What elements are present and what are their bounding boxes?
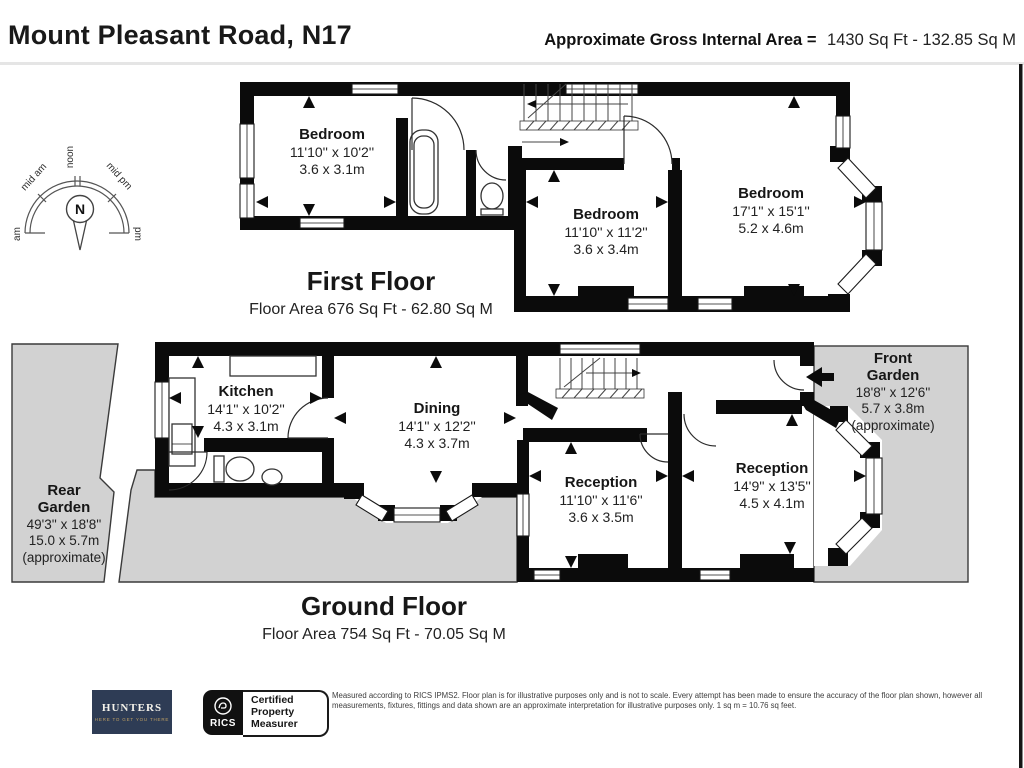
room-label-reception-1: Reception 11'10'' x 11'6'' 3.6 x 3.5m	[559, 474, 643, 526]
page-title: Mount Pleasant Road, N17	[8, 20, 352, 50]
page-edge-line	[1019, 64, 1023, 768]
compass-pm-label: pm	[132, 227, 143, 241]
first-floor-plan	[239, 82, 883, 312]
ground-floor-plan	[11, 342, 969, 583]
rics-lion-icon	[214, 697, 232, 715]
entrance-arrow-icon	[806, 367, 834, 387]
room-label-reception-2: Reception 14'9'' x 13'5'' 4.5 x 4.1m	[733, 460, 811, 512]
first-floor-caption: First Floor Floor Area 676 Sq Ft - 62.80…	[249, 266, 493, 318]
ground-floor-stairs	[555, 357, 645, 399]
compass-am-label: am	[12, 227, 23, 241]
ground-floor-windows	[154, 343, 883, 581]
first-floor-dimension-arrows	[256, 96, 866, 296]
kitchen-worktop	[229, 355, 317, 377]
gia-value: 1430 Sq Ft - 132.85 Sq M	[827, 31, 1016, 49]
first-floor-windows	[239, 83, 883, 311]
rics-logo: RICS	[203, 690, 243, 735]
compass-mid-am-label: mid am	[19, 161, 49, 193]
room-label-front-garden: Front Garden 18'8'' x 12'6'' 5.7 x 3.8m …	[851, 350, 935, 434]
header-divider	[0, 62, 1024, 65]
kitchen-sink-icon	[171, 423, 193, 455]
room-label-dining: Dining 14'1'' x 12'2'' 4.3 x 3.7m	[398, 400, 476, 452]
hunters-logo: HUNTERS HERE TO GET YOU THERE	[92, 690, 172, 734]
compass-north-label: N	[75, 201, 85, 217]
room-label-kitchen: Kitchen 14'1'' x 10'2'' 4.3 x 3.1m	[207, 383, 285, 435]
toilet-icon	[480, 182, 504, 210]
ground-floor-fixtures	[168, 355, 317, 486]
rear-garden-area	[11, 343, 119, 583]
room-label-bedroom-1: Bedroom 11'10'' x 10'2'' 3.6 x 3.1m	[289, 126, 375, 178]
wc-basin-icon	[261, 468, 283, 486]
first-floor-stairs	[519, 83, 639, 146]
first-floor-bath-fixtures	[409, 129, 504, 216]
first-floor-doors	[411, 97, 673, 181]
compass-noon-label: noon	[65, 146, 76, 168]
room-label-bedroom-3: Bedroom 17'1'' x 15'1'' 5.2 x 4.6m	[732, 185, 810, 237]
rics-certified-badge: Certified Property Measurer	[243, 690, 329, 737]
wc-toilet-icon	[225, 456, 255, 482]
compass-mid-pm-label: mid pm	[104, 160, 134, 192]
disclaimer-text: Measured according to RICS IPMS2. Floor …	[332, 691, 983, 710]
ground-floor-doors	[168, 359, 805, 491]
room-label-rear-garden: Rear Garden 49'3'' x 18'8'' 15.0 x 5.7m …	[22, 482, 106, 566]
ground-floor-caption: Ground Floor Floor Area 754 Sq Ft - 70.0…	[262, 591, 506, 643]
gia-label: Approximate Gross Internal Area =	[544, 31, 817, 49]
room-label-bedroom-2: Bedroom 11'10'' x 11'2'' 3.6 x 3.4m	[564, 206, 648, 258]
gross-internal-area: Approximate Gross Internal Area = 1430 S…	[544, 31, 1016, 50]
ground-floor-dimension-arrows	[169, 356, 866, 568]
compass-icon: N am mid am noon mid pm pm	[12, 146, 143, 251]
